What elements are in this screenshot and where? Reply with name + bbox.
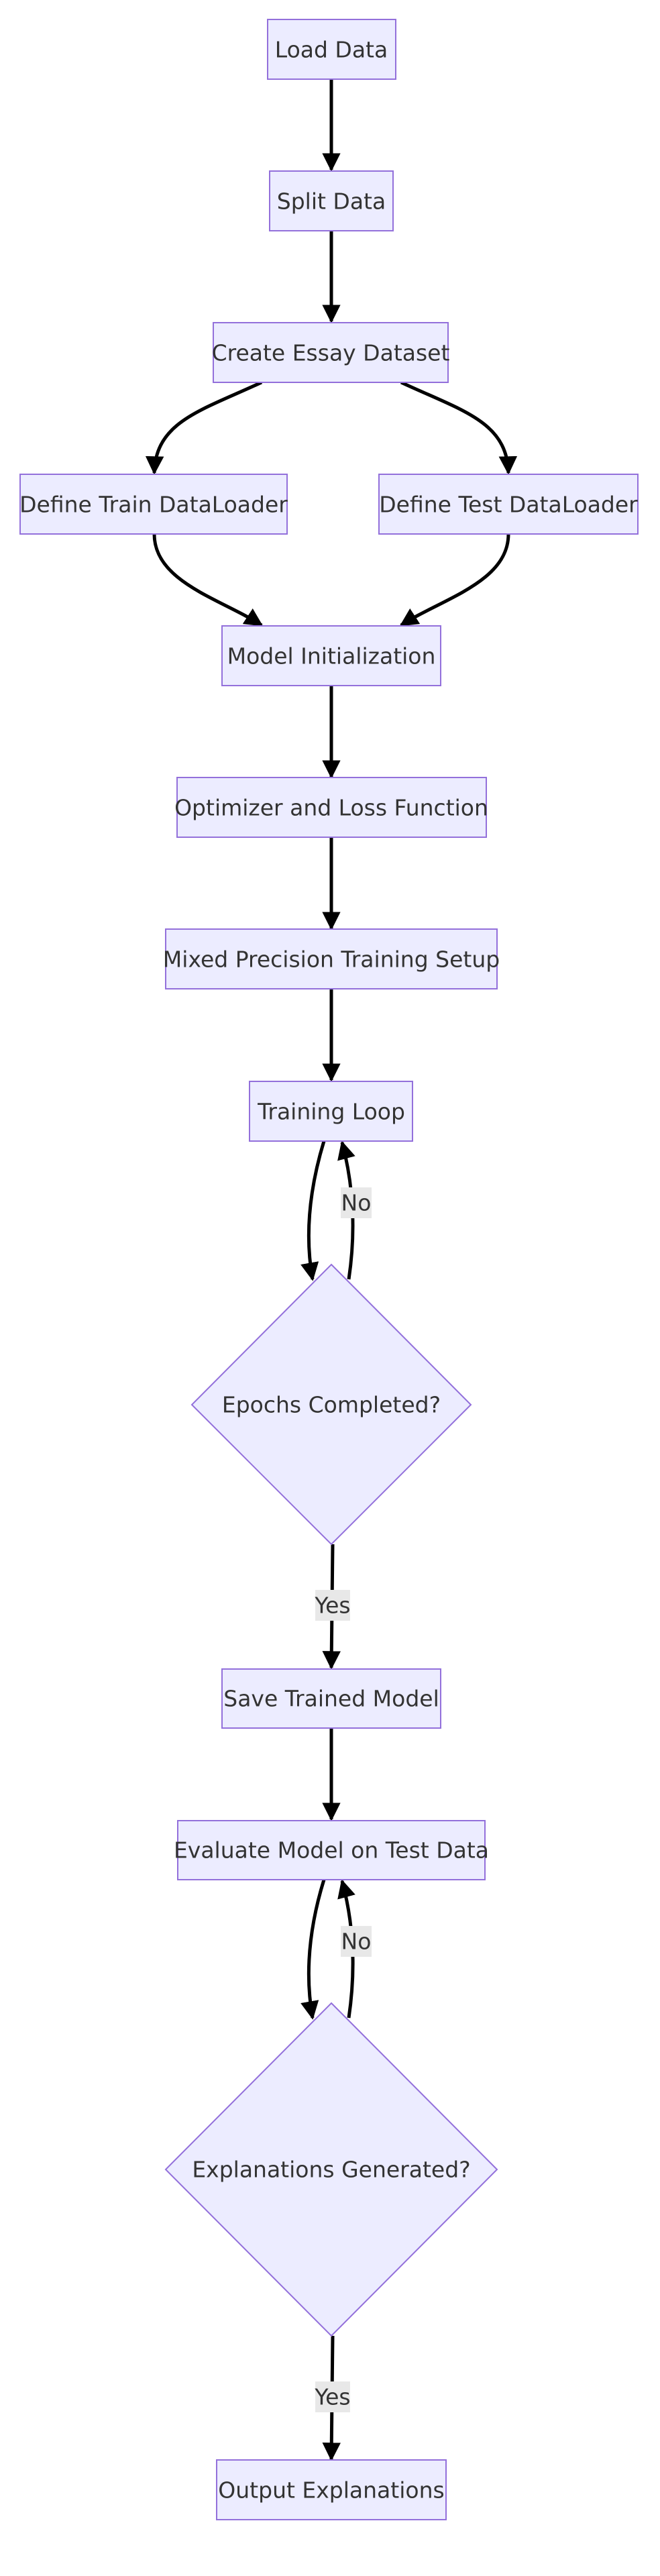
node-test-loader-label: Define Test DataLoader	[379, 492, 638, 518]
edges	[145, 79, 518, 2461]
decision-epochs-completed: Epochs Completed?	[190, 1263, 472, 1546]
edge-training-loop-to-epochs	[300, 1140, 326, 1281]
node-optimizer-loss: Optimizer and Loss Function	[174, 777, 488, 838]
decision-explanations-generated-label: Explanations Generated?	[192, 2157, 470, 2183]
node-create-dataset-label: Create Essay Dataset	[212, 340, 450, 366]
node-split-data-label: Split Data	[277, 189, 386, 215]
node-evaluate-model: Evaluate Model on Test Data	[174, 1820, 489, 1880]
edge-label-epochs-no: No	[341, 1187, 372, 1218]
node-save-trained-model: Save Trained Model	[221, 1668, 441, 1729]
node-test-loader: Define Test DataLoader	[378, 474, 639, 535]
node-load-data: Load Data	[267, 19, 396, 80]
node-model-initialization-label: Model Initialization	[227, 643, 436, 669]
edge-dataset-to-test-loader	[400, 380, 518, 475]
edge-label-explanations-yes-text: Yes	[314, 2384, 350, 2410]
edge-train-loader-to-model-init	[152, 533, 264, 627]
decision-epochs-completed-label: Epochs Completed?	[222, 1392, 441, 1418]
edge-label-explanations-no-text: No	[341, 1929, 372, 1955]
node-create-dataset: Create Essay Dataset	[212, 322, 450, 383]
edge-label-explanations-yes: Yes	[314, 2381, 351, 2412]
edge-dataset-to-train-loader	[145, 380, 263, 475]
edge-label-epochs-no-text: No	[341, 1190, 372, 1216]
node-split-data: Split Data	[269, 170, 394, 231]
edge-label-epochs-yes: Yes	[314, 1590, 351, 1621]
node-training-loop-label: Training Loop	[257, 1099, 405, 1125]
node-output-explanations: Output Explanations	[216, 2459, 447, 2520]
node-optimizer-loss-label: Optimizer and Loss Function	[174, 795, 488, 821]
edge-test-loader-to-model-init	[399, 533, 510, 627]
node-mixed-precision-label: Mixed Precision Training Setup	[163, 947, 500, 973]
edge-evaluate-to-explanations	[300, 1879, 326, 2020]
node-model-initialization: Model Initialization	[221, 625, 441, 686]
node-training-loop: Training Loop	[249, 1081, 413, 1142]
node-train-loader: Define Train DataLoader	[19, 474, 288, 535]
node-train-loader-label: Define Train DataLoader	[19, 492, 288, 518]
node-evaluate-model-label: Evaluate Model on Test Data	[174, 1837, 489, 1864]
nodes: Load Data Split Data Create Essay Datase…	[19, 19, 639, 2520]
edge-labels: No Yes No Yes	[314, 1187, 372, 2412]
node-output-explanations-label: Output Explanations	[218, 2477, 444, 2504]
edge-label-epochs-yes-text: Yes	[314, 1593, 350, 1619]
node-load-data-label: Load Data	[275, 37, 388, 63]
decision-explanations-generated: Explanations Generated?	[164, 2002, 498, 2337]
node-mixed-precision: Mixed Precision Training Setup	[163, 928, 500, 989]
edge-label-explanations-no: No	[341, 1926, 372, 1957]
node-save-trained-model-label: Save Trained Model	[223, 1686, 439, 1712]
